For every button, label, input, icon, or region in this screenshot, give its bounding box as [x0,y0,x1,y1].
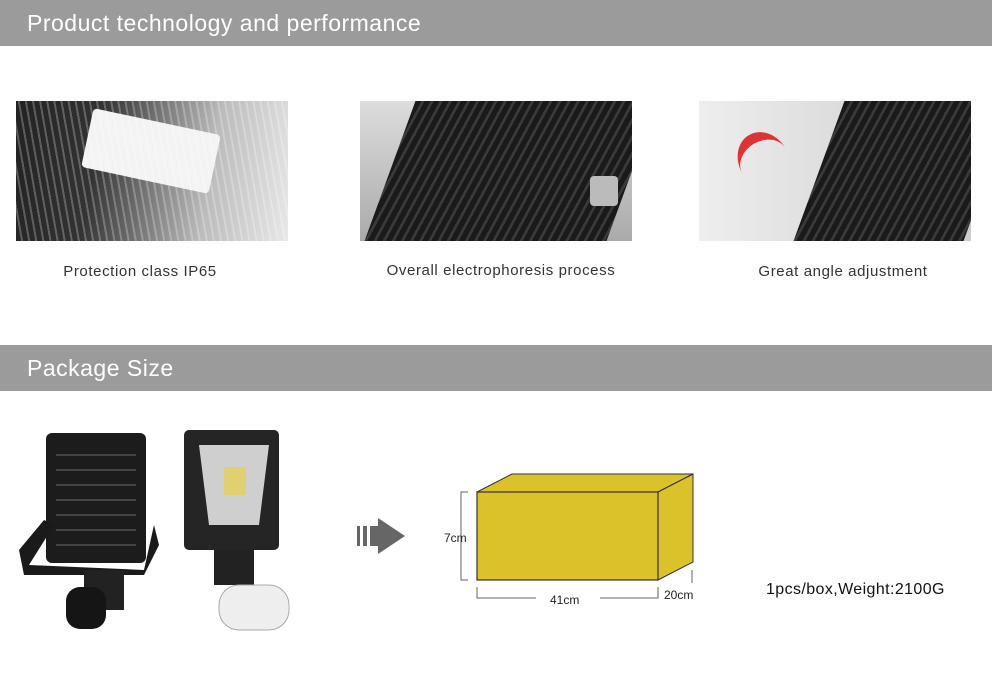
height-label: 7cm [444,531,467,545]
red-arrow-icon [727,122,801,200]
section-title: Product technology and performance [27,10,422,36]
section-title: Package Size [27,355,174,381]
package-summary: 1pcs/box,Weight:2100G [766,581,945,598]
section-header-package: Package Size [0,345,992,391]
length-label: 41cm [550,593,580,607]
heatsink-photo [360,101,632,241]
angle-adjustment-photo [699,101,971,241]
water-spray-photo [16,101,288,241]
package-box-diagram [460,473,694,599]
width-label: 20cm [664,588,694,602]
feature-caption: Overall electrophoresis process [386,262,616,279]
floodlight-product-photos [19,430,290,631]
arrow-right-icon [357,518,405,554]
feature-caption: Protection class IP65 [63,263,217,280]
section-header-technology: Product technology and performance [0,0,992,46]
feature-caption: Great angle adjustment [758,263,928,280]
